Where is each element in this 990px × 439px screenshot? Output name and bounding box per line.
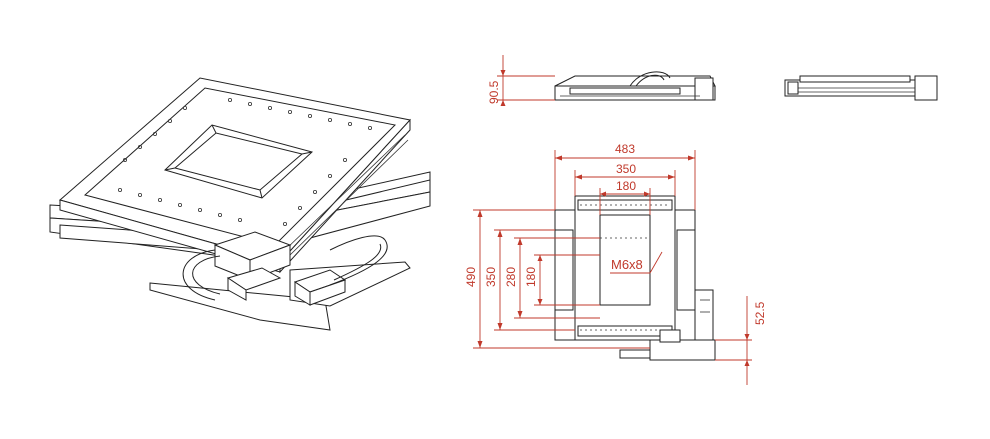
dim-overall-height: 490 — [464, 267, 478, 287]
isometric-view — [49, 77, 431, 331]
dim-offset-right: 52.5 — [753, 301, 767, 325]
dim-opening-height-outer: 280 — [504, 267, 518, 287]
side-view — [554, 71, 716, 101]
dim-opening-width: 180 — [616, 179, 636, 193]
dim-opening-height: 180 — [524, 267, 538, 287]
dim-side-height: 90.5 — [487, 80, 501, 104]
dim-inner-width: 350 — [616, 162, 636, 176]
thread-note: M6x8 — [611, 257, 643, 272]
dimensions-layer — [473, 55, 752, 385]
end-view — [784, 75, 938, 101]
plan-view — [554, 195, 716, 361]
dim-overall-width: 483 — [615, 142, 635, 156]
dim-inner-height: 350 — [484, 267, 498, 287]
